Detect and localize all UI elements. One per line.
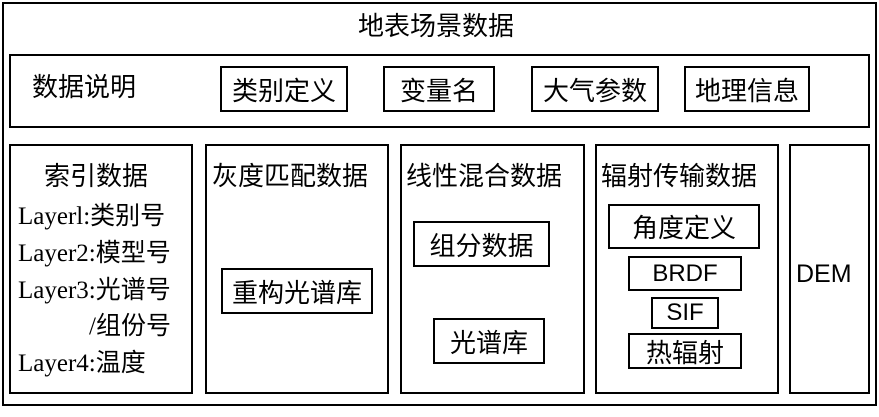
index-line-component: /组份号 bbox=[89, 313, 171, 340]
thermal-radiation-box: 热辐射 bbox=[628, 333, 742, 369]
radiative-transfer-title: 辐射传输数据 bbox=[601, 162, 758, 192]
reconstructed-spectral-library-box: 重构光谱库 bbox=[221, 268, 373, 314]
variable-name-box: 变量名 bbox=[383, 66, 495, 112]
linear-mixing-title: 线性混合数据 bbox=[406, 162, 563, 192]
geographic-info-box: 地理信息 bbox=[684, 66, 810, 112]
brdf-box: BRDF bbox=[628, 256, 742, 291]
data-description-label: 数据说明 bbox=[32, 73, 137, 103]
diagram-title: 地表场景数据 bbox=[358, 12, 515, 42]
grayscale-matching-title: 灰度匹配数据 bbox=[212, 162, 369, 192]
index-line-layer1: Layerl:类别号 bbox=[18, 203, 166, 230]
index-data-title: 索引数据 bbox=[44, 162, 149, 192]
index-line-layer3: Layer3:光谱号 bbox=[18, 277, 171, 304]
index-line-layer4: Layer4:温度 bbox=[18, 350, 146, 377]
spectral-library-box: 光谱库 bbox=[433, 318, 545, 364]
angle-definition-box: 角度定义 bbox=[608, 204, 760, 249]
dem-panel bbox=[789, 144, 870, 394]
atmospheric-parameters-box: 大气参数 bbox=[531, 66, 659, 112]
category-definition-box: 类别定义 bbox=[220, 66, 348, 112]
component-data-box: 组分数据 bbox=[413, 221, 550, 267]
index-line-layer2: Layer2:模型号 bbox=[18, 240, 171, 267]
index-data-panel bbox=[9, 144, 193, 394]
sif-box: SIF bbox=[651, 297, 719, 329]
dem-label: DEM bbox=[796, 260, 852, 288]
